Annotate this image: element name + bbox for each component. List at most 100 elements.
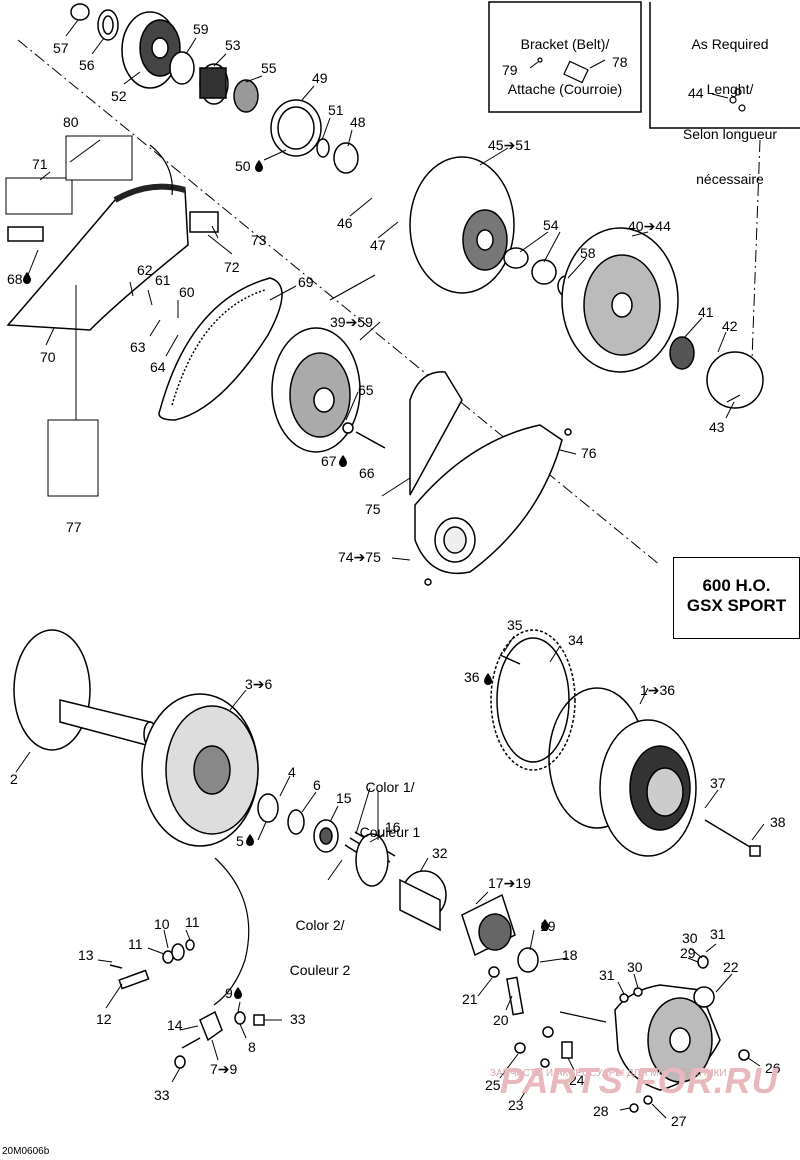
required-length-note: As Required Lenght/ Selon longueur néces… bbox=[660, 7, 800, 202]
section-divider bbox=[17, 39, 661, 566]
color-note-2-line1: Color 2/ bbox=[295, 917, 345, 933]
movable-sheave bbox=[141, 693, 339, 853]
callout-label: 68 bbox=[7, 271, 23, 287]
callout-label: 63 bbox=[130, 339, 146, 355]
callout-label: 42 bbox=[722, 318, 738, 334]
required-line3: Selon longueur bbox=[682, 126, 778, 142]
callout-label: 32 bbox=[432, 845, 448, 861]
callout-label: 55 bbox=[261, 60, 277, 76]
callout-label: 7➔9 bbox=[210, 1061, 238, 1077]
pulley-cover bbox=[409, 371, 572, 586]
callout-label: 52 bbox=[111, 88, 127, 104]
box-frames bbox=[488, 1, 800, 129]
color-note-2: Color 2/ Couleur 2 bbox=[275, 888, 365, 993]
callout-label: 70 bbox=[40, 349, 56, 365]
callout-label: 29 bbox=[680, 945, 696, 961]
bracket-box-line1: Bracket (Belt)/ bbox=[520, 36, 610, 52]
required-line4: nécessaire bbox=[696, 171, 764, 187]
model-line1: 600 H.O. bbox=[702, 576, 771, 595]
required-length-leader bbox=[751, 139, 761, 361]
roller-pins bbox=[109, 939, 265, 1069]
callout-label: 24 bbox=[569, 1072, 585, 1088]
callout-labels: 57 56 52 59 53 55 49 51 48 50 80 71 73 7… bbox=[7, 21, 786, 1129]
fixed-sheave bbox=[13, 629, 157, 751]
callout-label: 8 bbox=[248, 1039, 256, 1055]
callout-label: 67 bbox=[321, 453, 337, 469]
required-line1: As Required bbox=[691, 36, 769, 52]
governor-cup bbox=[490, 629, 761, 857]
callout-label: 76 bbox=[581, 445, 597, 461]
callout-label: 69 bbox=[298, 274, 314, 290]
callout-label: 4 bbox=[288, 764, 296, 780]
callout-label: 25 bbox=[485, 1077, 501, 1093]
callout-label: 61 bbox=[155, 272, 171, 288]
callout-label: 33 bbox=[154, 1087, 170, 1103]
callout-label: 31 bbox=[599, 967, 615, 983]
callout-label: 73 bbox=[251, 232, 267, 248]
lubricant-drop-icons bbox=[23, 160, 549, 999]
drive-pulley-components bbox=[70, 3, 359, 174]
callout-label: 30 bbox=[682, 930, 698, 946]
bracket-box-title: Bracket (Belt)/ Attache (Courroie) bbox=[489, 7, 641, 112]
callout-label: 40➔44 bbox=[628, 218, 671, 234]
callout-label: 22 bbox=[723, 959, 739, 975]
callout-label: 14 bbox=[167, 1017, 183, 1033]
callout-label: 17➔19 bbox=[488, 875, 531, 891]
callout-label: 30 bbox=[627, 959, 643, 975]
callout-label: 2 bbox=[10, 771, 18, 787]
callout-label: 79 bbox=[502, 62, 518, 78]
callout-label: 13 bbox=[78, 947, 94, 963]
callout-label: 77 bbox=[66, 519, 82, 535]
model-box: 600 H.O. GSX SPORT bbox=[673, 557, 800, 639]
callout-label: 23 bbox=[508, 1097, 524, 1113]
color-note-1: Color 1/ Couleur 1 bbox=[345, 750, 435, 855]
callout-label: 5 bbox=[236, 833, 244, 849]
spider-assembly bbox=[461, 893, 539, 1016]
callout-label: 56 bbox=[79, 57, 95, 73]
callout-label: 11 bbox=[128, 936, 143, 952]
callout-label: 16 bbox=[385, 819, 401, 835]
drive-belt bbox=[158, 277, 283, 421]
callout-label: 37 bbox=[710, 775, 726, 791]
callout-label: 41 bbox=[698, 304, 714, 320]
bracket-box-line2: Attache (Courroie) bbox=[507, 81, 623, 97]
callout-label: 47 bbox=[370, 237, 386, 253]
callout-label: 50 bbox=[235, 158, 251, 174]
required-line2: Lenght/ bbox=[706, 81, 754, 97]
callout-label: 49 bbox=[312, 70, 328, 86]
callout-label: 20 bbox=[493, 1012, 509, 1028]
callout-label: 57 bbox=[53, 40, 69, 56]
callout-label: 31 bbox=[710, 926, 726, 942]
callout-label: 15 bbox=[336, 790, 352, 806]
color-note-1-line2: Couleur 1 bbox=[359, 824, 421, 840]
callout-label: 10 bbox=[154, 916, 170, 932]
callout-label: 21 bbox=[462, 991, 478, 1007]
callout-label: 51 bbox=[328, 102, 344, 118]
callout-label: 80 bbox=[63, 114, 79, 130]
callout-label: 33 bbox=[290, 1011, 306, 1027]
callout-label: 54 bbox=[543, 217, 559, 233]
callout-label: 60 bbox=[179, 284, 195, 300]
leader-lines bbox=[15, 19, 765, 1119]
watermark-subtitle: ЗАПЧАСТИ И АКСЕССУАРЫ ДЛЯ МОТОТЕХНИКИ bbox=[490, 1068, 727, 1079]
callout-label: 48 bbox=[350, 114, 366, 130]
color-note-1-line1: Color 1/ bbox=[365, 779, 415, 795]
callout-label: 75 bbox=[365, 501, 381, 517]
callout-label: 1➔36 bbox=[640, 682, 675, 698]
belt-guard bbox=[5, 135, 219, 497]
callout-label: 36 bbox=[464, 669, 480, 685]
spring-and-cup bbox=[344, 831, 447, 932]
callout-label: 59 bbox=[193, 21, 209, 37]
callout-label: 72 bbox=[224, 259, 240, 275]
one-way-clutch bbox=[514, 955, 750, 1113]
callout-label: 3➔6 bbox=[245, 676, 273, 692]
callout-label: 11 bbox=[185, 914, 200, 930]
callout-label: 19 bbox=[540, 918, 556, 934]
callout-label: 44 bbox=[688, 85, 704, 101]
callout-label: 71 bbox=[32, 156, 48, 172]
callout-label: 64 bbox=[150, 359, 166, 375]
model-line2: GSX SPORT bbox=[686, 596, 787, 615]
callout-label: 34 bbox=[568, 632, 584, 648]
callout-label: 26 bbox=[765, 1060, 781, 1076]
